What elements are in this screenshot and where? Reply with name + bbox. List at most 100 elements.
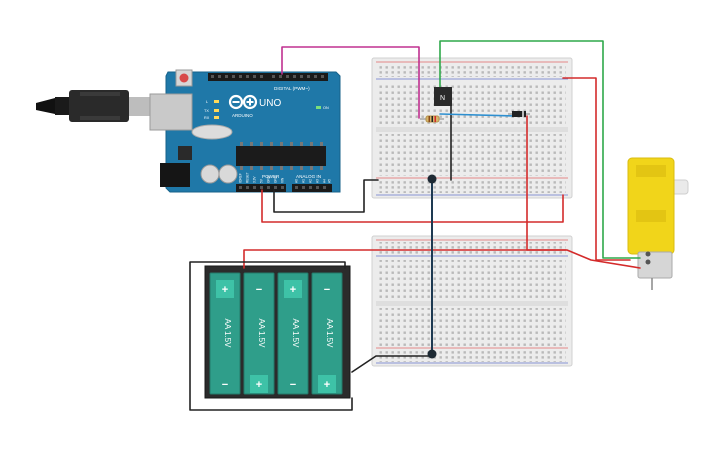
motor-can [637, 251, 673, 279]
wire-black-battery-loop [189, 261, 353, 411]
cell-bottom-symbol: − [222, 379, 228, 391]
analog-pin-label: A4 [323, 179, 327, 183]
digital-pin-label: GND [218, 63, 222, 71]
cell-top-symbol: + [290, 284, 296, 296]
motor-terminal-1[interactable] [645, 251, 651, 257]
led-label-l: L [206, 100, 208, 104]
led-label-tx: TX [204, 109, 209, 113]
power-pin-label: 3.3V [253, 176, 257, 183]
usb-b-port [149, 93, 193, 131]
on-led [316, 106, 321, 109]
analog-pin-label: A1 [302, 179, 306, 183]
capacitor-2 [218, 164, 238, 184]
onboard-leds [214, 100, 219, 119]
cell-top-symbol: − [324, 284, 330, 296]
battery-cell: − + AA 1.5V [243, 272, 275, 395]
breadboard-top[interactable] [371, 57, 573, 199]
arduino-logo [228, 94, 258, 110]
power-pin-label: VIN [281, 177, 285, 183]
power-pin-label: GND [267, 175, 271, 183]
battery-pack[interactable]: + − AA 1.5V − + AA 1.5V + − AA 1.5V − + AA 1.5V [204, 265, 351, 399]
power-label: POWER [262, 174, 280, 179]
usb-cable-boot [55, 97, 69, 115]
transistor-label: N [440, 95, 445, 102]
digital-pin-label: ~3 [300, 67, 304, 71]
digital-pin-label: ~6 [279, 67, 283, 71]
analog-pin-label: A2 [309, 179, 313, 183]
power-pin-label: RESET [246, 172, 250, 183]
bottom-bb-rail-top [378, 242, 566, 254]
power-pin-label: IOREF [239, 173, 243, 183]
digital-pin-label: 2 [307, 69, 311, 71]
analog-pin-label: A3 [316, 179, 320, 183]
cell-bottom-symbol: − [290, 379, 296, 391]
analog-label: ANALOG IN [296, 174, 321, 179]
digital-header[interactable] [208, 73, 328, 81]
board-model: UNO [259, 98, 281, 109]
capacitor-1 [200, 164, 220, 184]
reset-button-cap[interactable] [179, 73, 189, 83]
digital-pin-label: 4 [293, 69, 297, 71]
digital-pin-label: 12 [232, 67, 236, 71]
top-bb-rail-top [378, 64, 566, 77]
battery-cell: + − AA 1.5V [277, 272, 309, 395]
wire-magenta-signal [281, 46, 420, 119]
cell-label: AA 1.5V [257, 319, 266, 349]
cell-label: AA 1.5V [223, 319, 232, 349]
digital-pin-label: 13 [225, 67, 229, 71]
top-bb-rail-bottom [378, 180, 566, 193]
usb-cable-tail [36, 98, 55, 114]
digital-pin-label: TX 1 [314, 64, 318, 71]
npn-transistor[interactable]: N [434, 87, 452, 106]
cell-label: AA 1.5V [325, 319, 334, 349]
battery-cells: + − AA 1.5V − + AA 1.5V + − AA 1.5V − + AA 1.5V [209, 272, 343, 395]
usb-plug-metal [129, 97, 151, 116]
digital-pin-label: ~11 [239, 65, 243, 71]
wire-black-gnd [273, 179, 379, 213]
wire-black-battery-negative [351, 355, 433, 373]
digital-pin-label: ~10 [246, 65, 250, 71]
battery-cell: − + AA 1.5V [311, 272, 343, 395]
led-label-rx: RX [204, 116, 210, 120]
digital-pin-label: 8 [260, 69, 264, 71]
dc-power-jack [160, 163, 190, 187]
wire-red-5v [261, 189, 564, 223]
motor-terminal-2[interactable] [645, 259, 651, 265]
digital-pin-label: RX 0 [321, 63, 325, 71]
wire-green-motor [439, 40, 641, 259]
on-label: ON [323, 106, 329, 110]
bottom-bb-rail-bottom [378, 350, 566, 362]
breadboard-bottom[interactable] [371, 235, 573, 367]
usb-cable [36, 90, 151, 122]
power-pin-label: 5V [260, 178, 264, 183]
analog-pin-label: A5 [328, 179, 332, 183]
cell-top-symbol: + [222, 284, 228, 296]
cell-bottom-symbol: + [256, 379, 262, 391]
wire-blue [439, 113, 518, 117]
dc-motor[interactable] [627, 157, 689, 290]
board-brand: ARDUINO [232, 113, 253, 118]
digital-pin-label: AREF [211, 62, 215, 71]
usb-plug-body [69, 90, 129, 122]
wire-red-rail-right [562, 77, 631, 261]
diode[interactable] [508, 111, 530, 117]
power-pin-label: GND [274, 175, 278, 183]
cell-top-symbol: − [256, 284, 262, 296]
top-bb-center-channel [376, 127, 568, 132]
bottom-bb-center-channel [376, 301, 568, 306]
digital-pin-label: ~9 [253, 67, 257, 71]
voltage-regulator [178, 146, 192, 160]
cell-bottom-symbol: + [324, 379, 330, 391]
cell-label: AA 1.5V [291, 319, 300, 349]
junction-bottom [427, 349, 437, 359]
atmega-chip [236, 146, 326, 166]
digital-pin-label: 7 [272, 69, 276, 71]
resistor[interactable] [420, 115, 444, 123]
top-bb-terminal-upper [378, 84, 566, 126]
crystal [191, 124, 233, 140]
junction-top [427, 174, 437, 184]
